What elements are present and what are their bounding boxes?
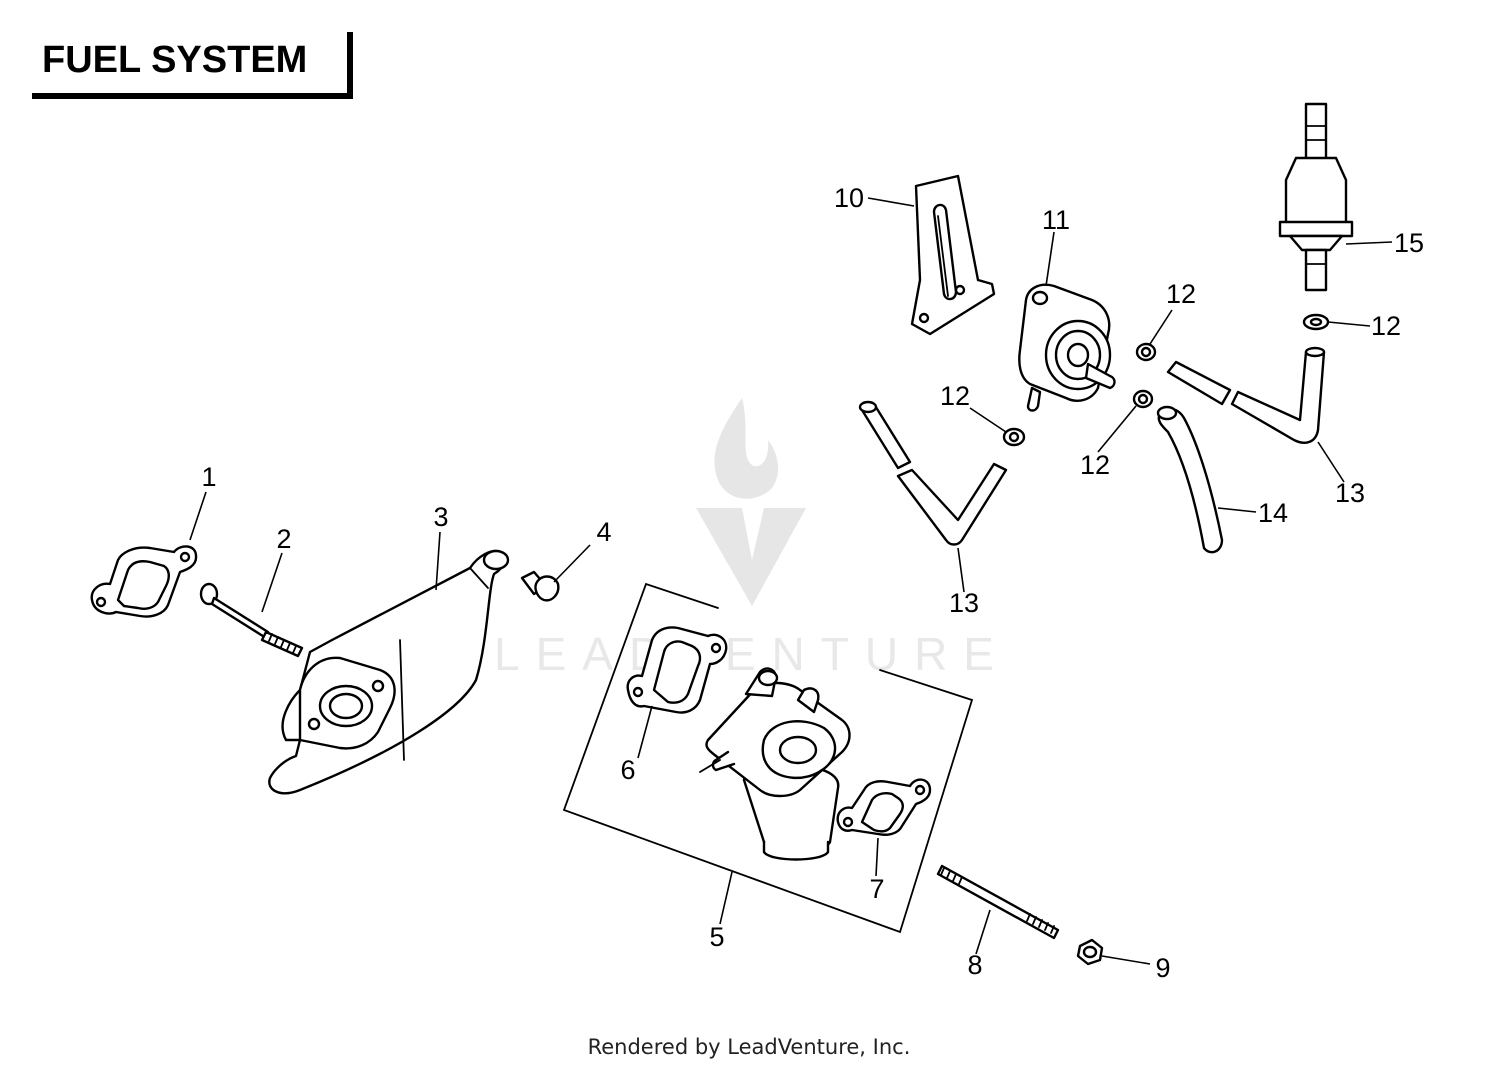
callout-7: 7 [869,874,884,904]
part-10-bracket [910,174,996,336]
callout-10: 10 [834,183,864,213]
callout-1: 1 [201,462,216,492]
callout-13-b: 13 [1335,478,1365,508]
part-7-gasket [836,778,932,836]
leader-lines [189,197,1393,965]
part-1-gasket [90,545,198,618]
callout-12-c: 12 [1080,450,1110,480]
callout-3: 3 [433,502,448,532]
callout-12-b: 12 [940,381,970,411]
title-box: FUEL SYSTEM [32,32,353,99]
part-12-clamp-d [1302,313,1330,331]
part-2-bolt [199,582,304,658]
footer-credit: Rendered by LeadVenture, Inc. [588,1035,911,1059]
part-11-fuel-pump [1018,283,1116,412]
callout-5: 5 [709,922,724,952]
part-4-screw [520,570,560,602]
callout-9: 9 [1155,953,1170,983]
page-title: FUEL SYSTEM [42,39,307,81]
callout-labels: 1 2 3 4 5 6 7 8 9 10 11 12 12 12 12 13 1… [201,183,1424,983]
part-14-hose [1156,405,1224,554]
watermark-text: LEADVENTURE [494,628,1010,680]
callout-12-d: 12 [1371,311,1401,341]
part-5-carburetor [699,667,851,861]
leadventure-watermark: LEADVENTURE [494,398,1010,680]
part-3-heat-shield [268,549,510,795]
callout-14: 14 [1258,498,1288,528]
callout-12-a: 12 [1166,279,1196,309]
callout-15: 15 [1394,228,1424,258]
callout-8: 8 [967,950,982,980]
part-6-gasket [626,626,728,714]
part-13-hose-right [1166,346,1326,444]
part-12-clamp-b [1002,427,1026,447]
part-9-nut [1076,938,1104,966]
callout-13-a: 13 [949,588,979,618]
part-5-group-outline [562,582,974,934]
part-15-fuel-filter [1278,102,1354,292]
part-13-hose-left [858,400,1008,546]
part-8-stud [936,864,1060,940]
callout-2: 2 [276,524,291,554]
part-12-clamp-c [1132,389,1154,409]
callout-4: 4 [596,517,611,547]
callout-11: 11 [1042,205,1070,235]
part-12-clamp-a [1135,342,1157,362]
callout-6: 6 [620,755,635,785]
